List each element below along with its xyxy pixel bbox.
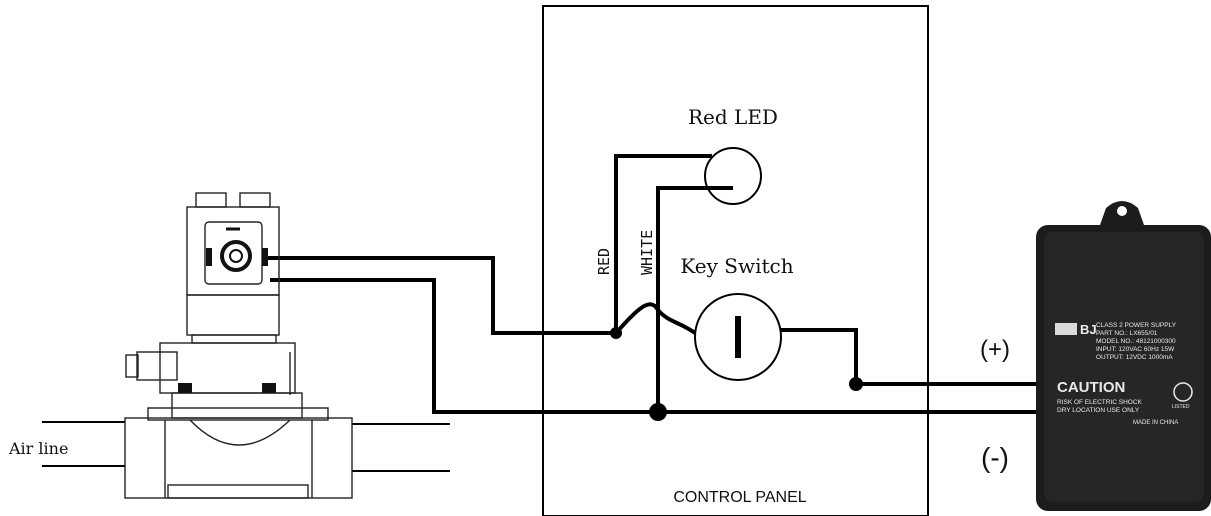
white-wire-label: WHITE [638, 230, 656, 275]
key-switch-label: Key Switch [680, 254, 793, 278]
psu-line4: INPUT: 120VAC 60Hz 15W [1096, 346, 1175, 353]
wire-red-to-led [614, 154, 712, 333]
psu-brand: BJ [1080, 322, 1097, 337]
wire-hop-to-switch [614, 302, 697, 335]
psu-line1: CLASS 2 POWER SUPPLY [1096, 322, 1177, 329]
wire-valve-to-red-junction [268, 256, 616, 335]
ul-listed-icon [1173, 382, 1193, 402]
psu-warn1: RISK OF ELECTRIC SHOCK [1057, 399, 1143, 406]
wire-white-led-to-ground [656, 186, 733, 412]
minus-label: (-) [981, 442, 1009, 473]
psu-line3: MODEL NO.: 48121000300 [1096, 338, 1176, 345]
psu-line2: PART NO.: LX655/01 [1096, 330, 1158, 337]
air-line-label: Air line [8, 439, 68, 458]
control-panel-box [542, 5, 929, 516]
red-wire-label: RED [595, 248, 613, 275]
control-panel-label: CONTROL PANEL [673, 489, 806, 506]
psu-line5: OUTPUT: 12VDC 1000mA [1096, 354, 1173, 361]
red-led-label: Red LED [688, 105, 778, 129]
solenoid-valve-icon [124, 192, 353, 499]
psu-listed: LISTED [1172, 404, 1190, 410]
psu-made: MADE IN CHINA [1133, 420, 1178, 426]
psu-caution: CAUTION [1057, 379, 1125, 396]
junction-dot [849, 377, 863, 391]
junction-dot [649, 403, 667, 421]
wire-switch-to-plus [781, 328, 1040, 386]
wire-negative [270, 278, 1040, 414]
power-supply-icon: BJ CLASS 2 POWER SUPPLY PART NO.: LX655/… [1036, 201, 1211, 511]
plus-label: (+) [980, 336, 1010, 363]
red-led-icon [704, 147, 762, 205]
junction-dot [610, 327, 622, 339]
psu-warn2: DRY LOCATION USE ONLY [1057, 407, 1140, 414]
